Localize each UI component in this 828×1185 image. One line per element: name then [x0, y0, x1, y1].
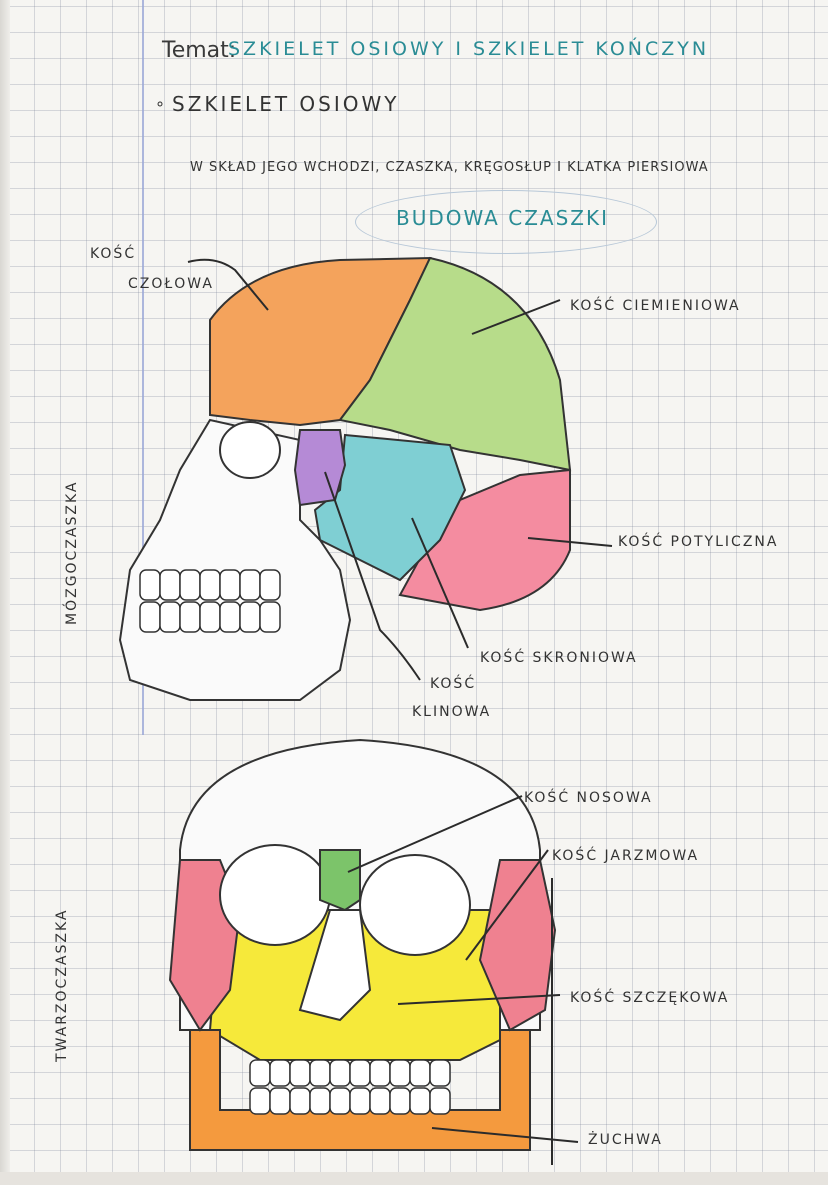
section-title: Szkielet osiowy — [172, 92, 400, 116]
nasal-bone — [319, 849, 361, 912]
label-temporal: Kość skroniowa — [480, 650, 638, 666]
side-label-face: Twarzoczaszka — [54, 908, 70, 1062]
nasal-cavity — [298, 909, 372, 1022]
label-sphenoid-line1: Kość — [430, 676, 477, 692]
label-nasal: Kość nosowa — [524, 790, 653, 806]
page-bottom-edge — [0, 1172, 828, 1185]
topic-prefix: Temat: — [162, 38, 237, 63]
label-mandible: Żuchwa — [588, 1132, 663, 1148]
label-occipital: Kość potyliczna — [618, 534, 779, 550]
lateral-teeth — [139, 569, 281, 633]
mandible-bone — [189, 1029, 531, 1151]
frontal-teeth — [249, 1059, 451, 1115]
label-parietal: Kość ciemieniowa — [570, 298, 741, 314]
label-maxilla: Kość szczękowa — [570, 990, 730, 1006]
eye-socket-left — [219, 844, 331, 946]
label-sphenoid-line2: klinowa — [412, 704, 492, 720]
label-frontal-line1: Kość — [90, 246, 137, 262]
sphenoid-bone — [293, 429, 347, 507]
topic-title: Szkielet osiowy i szkielet kończyn — [228, 38, 710, 60]
eye-socket-right — [359, 854, 471, 956]
label-frontal-line2: czołowa — [128, 276, 214, 292]
lateral-eye-socket — [219, 421, 281, 479]
intro-text: W skład jego wchodzi, czaszka, kręgosłup… — [190, 160, 709, 175]
side-label-braincase: Mózgoczaszka — [64, 480, 80, 626]
page-edge — [0, 0, 10, 1185]
skull-frontal-drawing — [168, 738, 557, 1151]
subtitle: Budowa czaszki — [396, 206, 609, 230]
label-zygomatic: Kość jarzmowa — [552, 848, 700, 864]
subtitle-ellipse — [355, 190, 657, 254]
section-bullet: ∘ — [155, 94, 168, 113]
margin-line — [142, 0, 144, 735]
